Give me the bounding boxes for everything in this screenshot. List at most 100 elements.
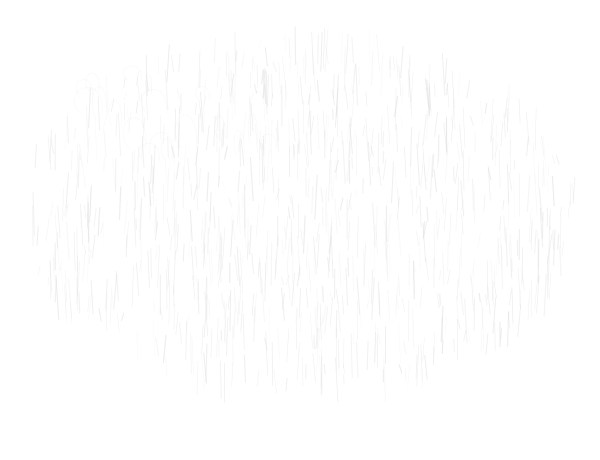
texture-stroke	[123, 76, 126, 89]
texture-stroke	[76, 143, 79, 178]
texture-stroke	[91, 234, 96, 259]
texture-stroke	[242, 111, 247, 138]
texture-stroke	[429, 154, 434, 200]
texture-stroke	[306, 114, 309, 139]
texture-stroke	[213, 206, 216, 229]
texture-stroke	[106, 293, 108, 331]
texture-stroke	[460, 199, 464, 214]
texture-stroke	[433, 169, 438, 193]
texture-stroke	[440, 305, 444, 343]
texture-stroke	[249, 156, 254, 202]
texture-stroke	[389, 244, 391, 275]
texture-stroke	[281, 287, 285, 321]
texture-stroke	[173, 303, 176, 330]
texture-stroke	[276, 127, 279, 153]
texture-stroke	[324, 129, 326, 159]
texture-stroke	[63, 206, 67, 217]
texture-stroke	[71, 149, 73, 171]
texture-stroke	[209, 192, 212, 222]
texture-stroke	[518, 98, 521, 123]
texture-stroke	[64, 283, 67, 322]
texture-stroke	[355, 63, 359, 106]
texture-stroke	[208, 250, 212, 287]
texture-stroke	[226, 316, 229, 356]
texture-stroke	[407, 363, 411, 386]
texture-stroke	[315, 327, 319, 350]
texture-stroke	[76, 227, 79, 273]
texture-stroke	[220, 292, 225, 309]
texture-stroke	[419, 236, 421, 269]
texture-stroke	[202, 243, 206, 268]
texture-stroke	[559, 246, 562, 277]
texture-stroke	[200, 217, 204, 240]
texture-stroke	[68, 278, 73, 320]
texture-stroke	[490, 97, 494, 143]
texture-stroke	[117, 313, 120, 333]
texture-stroke	[439, 293, 442, 307]
texture-stroke	[415, 354, 418, 380]
texture-stroke	[284, 215, 289, 251]
texture-stroke	[316, 222, 320, 243]
texture-stroke	[145, 80, 148, 121]
texture-stroke	[539, 207, 544, 248]
texture-stroke	[239, 276, 242, 315]
texture-stroke	[171, 55, 174, 73]
texture-stroke	[55, 275, 60, 320]
texture-stroke	[370, 50, 374, 86]
texture-stroke	[324, 306, 329, 334]
texture-stroke	[442, 251, 445, 286]
texture-scribble	[160, 138, 173, 159]
texture-stroke	[316, 301, 319, 319]
texture-stroke	[534, 174, 538, 216]
texture-stroke	[230, 73, 235, 97]
texture-stroke	[423, 221, 427, 238]
texture-stroke	[427, 103, 431, 120]
texture-stroke	[421, 349, 423, 390]
texture-stroke	[135, 262, 140, 297]
texture-stroke	[346, 116, 351, 144]
texture-stroke	[203, 352, 207, 384]
texture-stroke	[490, 261, 494, 307]
texture-stroke	[557, 234, 560, 250]
texture-stroke	[83, 204, 87, 220]
texture-stroke	[460, 180, 465, 217]
texture-stroke	[278, 61, 281, 95]
texture-stroke	[264, 262, 266, 302]
texture-stroke	[88, 249, 92, 265]
texture-stroke	[311, 31, 314, 76]
texture-stroke	[235, 50, 238, 63]
texture-stroke	[201, 352, 205, 389]
texture-stroke	[165, 356, 168, 376]
texture-stroke	[424, 78, 428, 91]
texture-stroke	[103, 129, 107, 158]
texture-stroke	[404, 368, 407, 382]
texture-stroke	[178, 105, 181, 115]
texture-stroke	[284, 79, 287, 100]
texture-stroke	[239, 249, 243, 294]
texture-stroke	[227, 295, 230, 310]
texture-stroke	[517, 267, 522, 309]
texture-stroke	[299, 312, 302, 333]
texture-stroke	[218, 215, 222, 260]
texture-stroke	[437, 135, 440, 168]
texture-stroke	[456, 141, 461, 161]
texture-stroke	[231, 363, 234, 387]
texture-stroke	[433, 331, 436, 356]
texture-stroke	[327, 212, 330, 243]
texture-stroke	[249, 72, 251, 89]
texture-scribble	[214, 115, 226, 139]
texture-stroke	[316, 80, 320, 102]
texture-stroke	[487, 167, 492, 181]
texture-stroke	[220, 86, 223, 100]
texture-stroke	[136, 76, 141, 102]
texture-stroke	[118, 186, 122, 220]
texture-stroke	[546, 178, 549, 192]
texture-stroke	[155, 337, 160, 357]
texture-stroke	[308, 85, 311, 127]
texture-stroke	[513, 180, 516, 218]
texture-stroke	[57, 205, 61, 239]
texture-stroke	[203, 294, 208, 338]
texture-stroke	[255, 123, 258, 154]
texture-scribble	[123, 65, 142, 82]
